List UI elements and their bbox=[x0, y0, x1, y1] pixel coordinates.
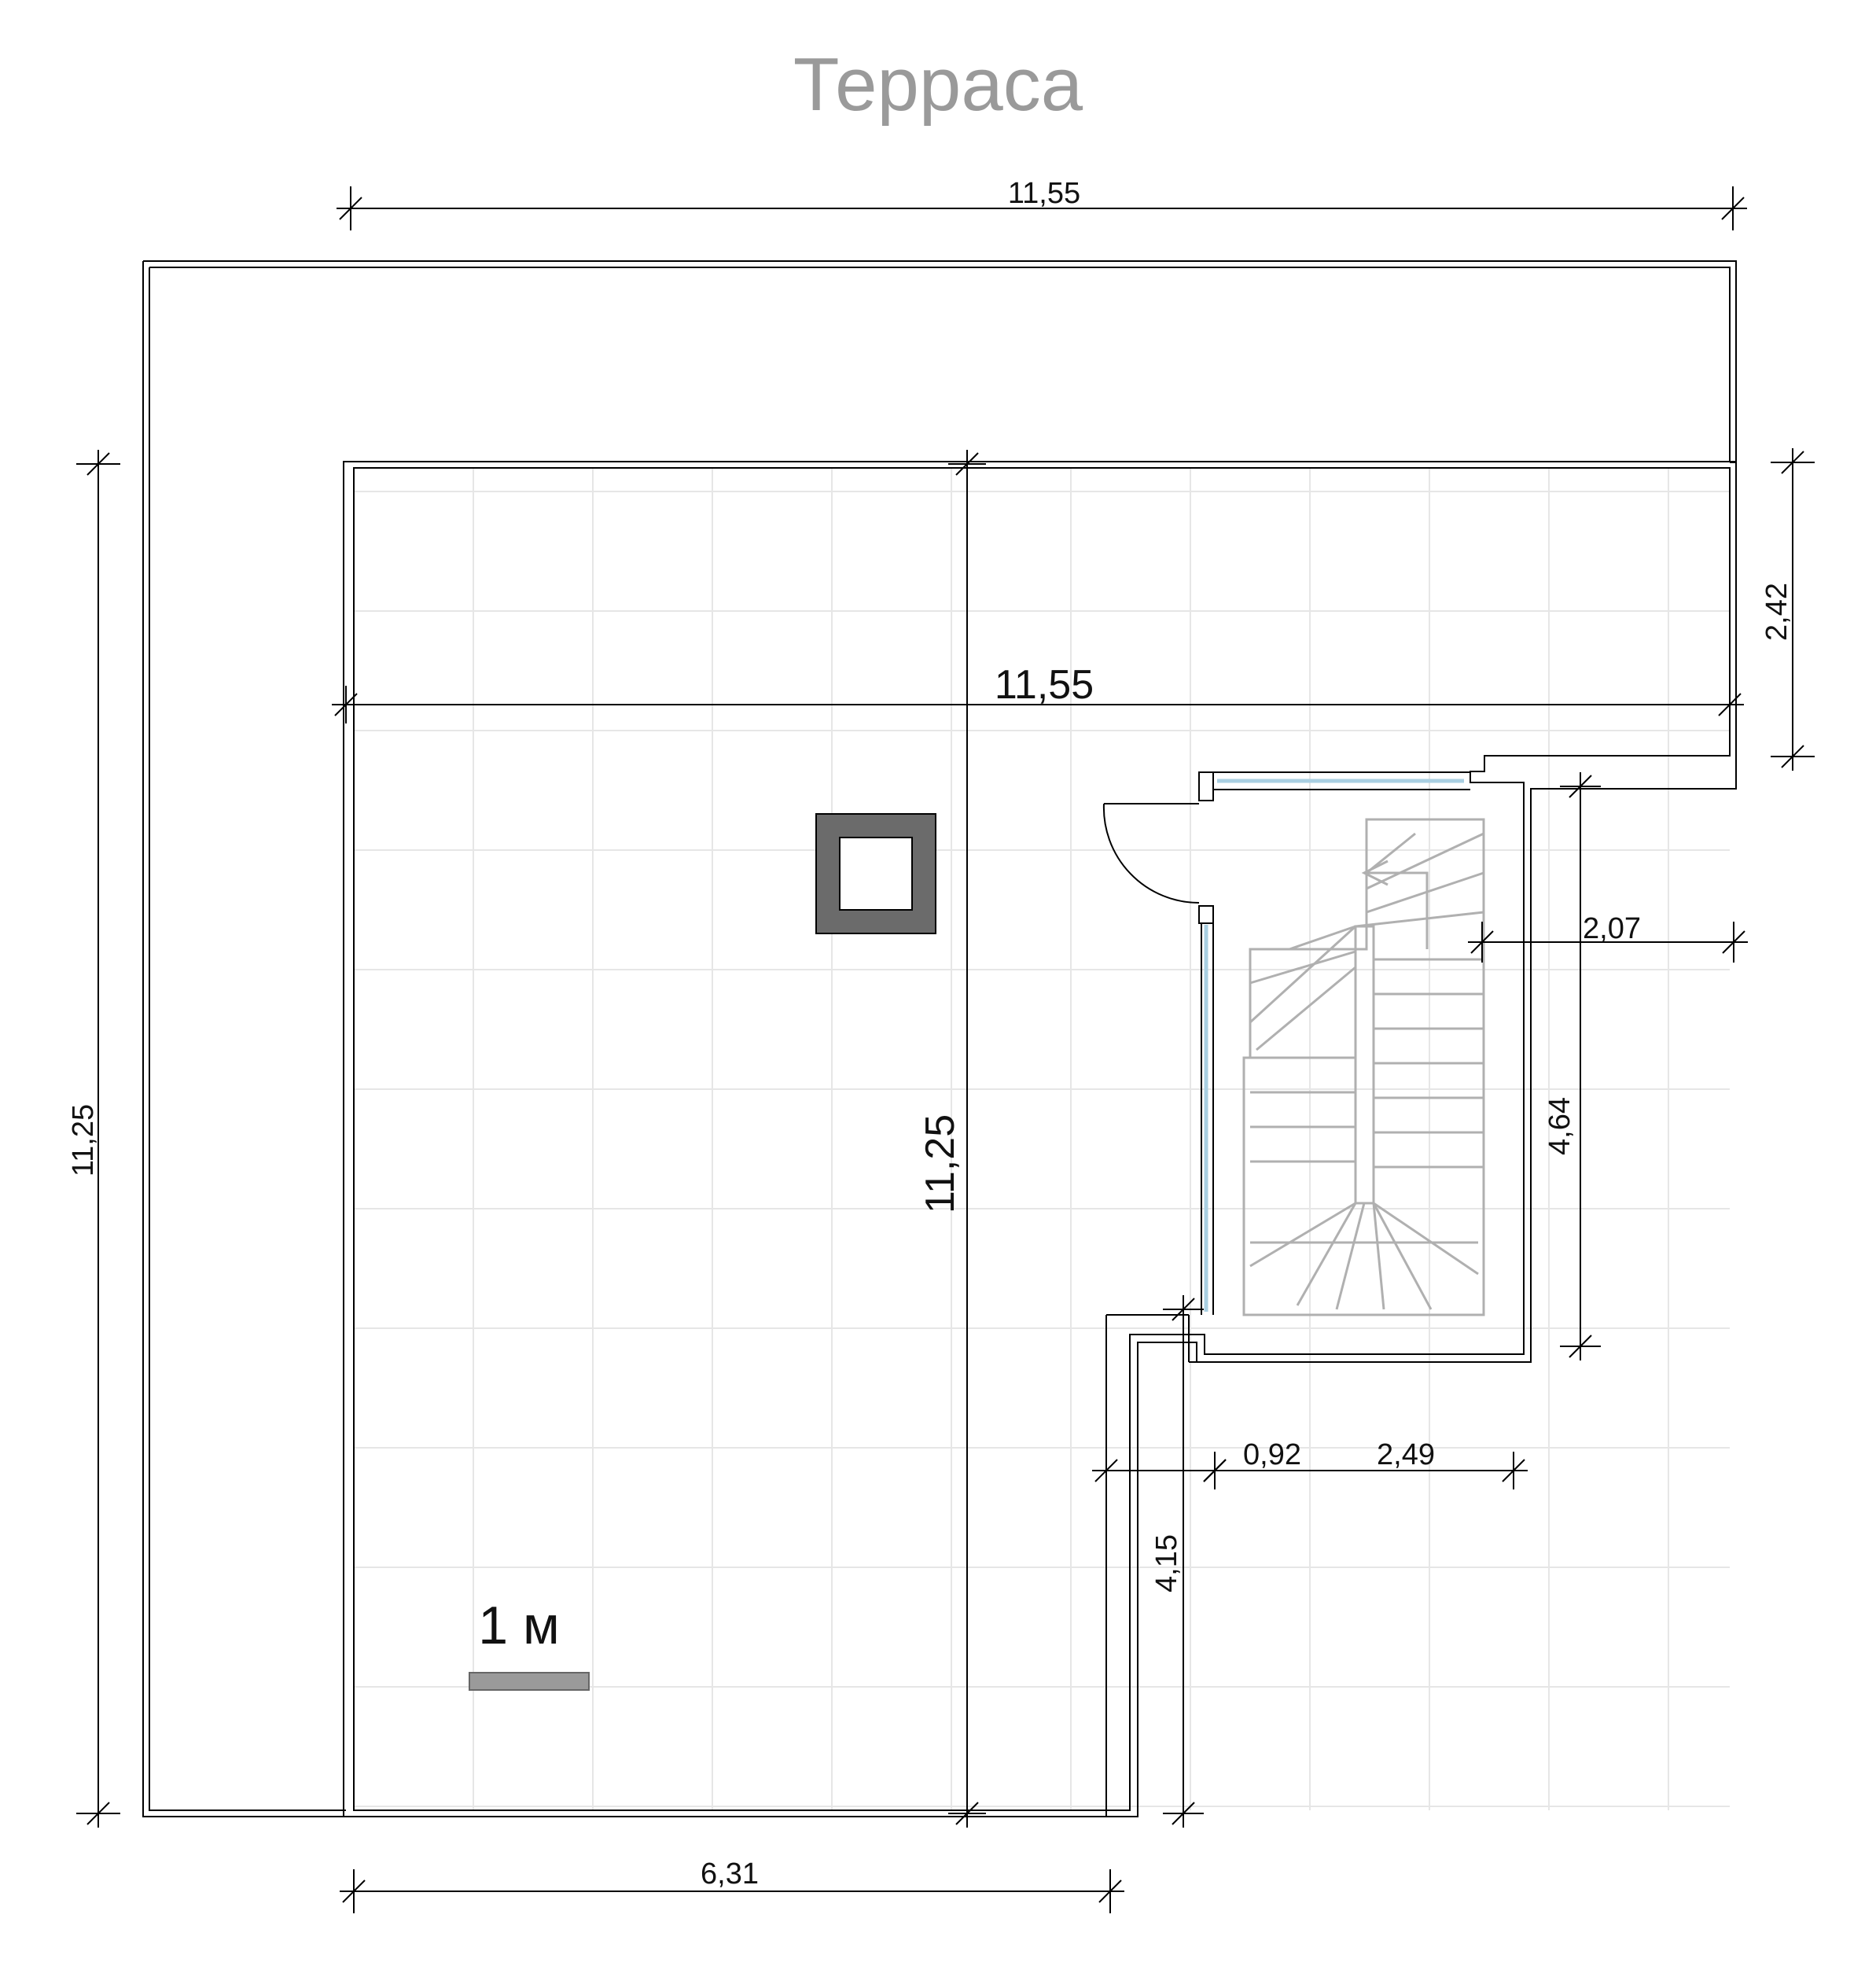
dimension-lines bbox=[76, 186, 1815, 1913]
stair-winder bbox=[1366, 832, 1484, 890]
dim-tick bbox=[1470, 930, 1494, 954]
dim-right-depth: 2,42 bbox=[1760, 583, 1793, 641]
dim-tick bbox=[1172, 1802, 1195, 1825]
roof-outline bbox=[142, 260, 1737, 1817]
dim-bottom-width: 6,31 bbox=[701, 1857, 759, 1891]
dim-tick bbox=[1172, 1298, 1195, 1321]
stair-winder bbox=[1335, 1202, 1366, 1310]
dim-stair-offset: 2,07 bbox=[1583, 912, 1641, 945]
dim-tick bbox=[1094, 1459, 1118, 1482]
dim-stair-height: 4,64 bbox=[1543, 1097, 1576, 1155]
stair-winder bbox=[1372, 1202, 1433, 1310]
dim-tick bbox=[342, 1879, 366, 1903]
terrace-parapet bbox=[343, 461, 1737, 1817]
dim-tick bbox=[1098, 1879, 1122, 1903]
chimney bbox=[815, 813, 936, 934]
tile-grid bbox=[354, 468, 1730, 1810]
glazing bbox=[1204, 779, 1464, 1312]
stair-outline bbox=[1242, 818, 1485, 1316]
stair-winder bbox=[1355, 911, 1484, 928]
stair-winder bbox=[1372, 1202, 1385, 1310]
dim-step-small: 0,92 bbox=[1243, 1438, 1301, 1471]
stair-winder bbox=[1256, 966, 1356, 1051]
staircase bbox=[1242, 818, 1485, 1316]
dim-tick bbox=[334, 693, 358, 716]
stair-room-walls bbox=[1198, 771, 1470, 1315]
dim-tick bbox=[1569, 775, 1592, 798]
stair-outline-top bbox=[1365, 819, 1429, 949]
stair-arrow bbox=[1361, 860, 1389, 886]
dim-tick bbox=[1722, 930, 1745, 954]
entrance-door bbox=[1102, 803, 1200, 904]
plan-title: Терраса bbox=[793, 42, 1083, 127]
dim-tick bbox=[1718, 693, 1742, 716]
dim-inner-height: 11,25 bbox=[918, 1114, 963, 1213]
stair-winder bbox=[1373, 1202, 1479, 1276]
dim-tick bbox=[1203, 1459, 1227, 1482]
dim-step-wide: 2,49 bbox=[1377, 1438, 1435, 1471]
dim-tick bbox=[1721, 197, 1745, 220]
stair-winder bbox=[1249, 1202, 1356, 1268]
stair-winder bbox=[1249, 925, 1357, 1024]
stair-winder bbox=[1249, 950, 1356, 985]
dim-tick bbox=[955, 1802, 979, 1825]
dim-left-height: 11,25 bbox=[67, 1104, 100, 1176]
dim-tick bbox=[1781, 451, 1804, 474]
dim-notch-height: 4,15 bbox=[1150, 1534, 1183, 1592]
dim-tick bbox=[86, 452, 110, 476]
stair-winder bbox=[1296, 1202, 1357, 1306]
dim-tick bbox=[339, 197, 362, 220]
stair-winder bbox=[1366, 871, 1484, 914]
dim-top-width: 11,55 bbox=[1008, 177, 1080, 210]
scale-label: 1 м bbox=[478, 1596, 559, 1655]
dim-tick bbox=[1502, 1459, 1525, 1482]
scale-bar: 1 м bbox=[469, 1596, 590, 1691]
dim-tick bbox=[1569, 1335, 1592, 1358]
stair-winder bbox=[1289, 925, 1356, 951]
stair-stringer bbox=[1354, 925, 1375, 1205]
dim-tick bbox=[955, 452, 979, 476]
dim-tick bbox=[1781, 745, 1804, 768]
dim-tick bbox=[86, 1802, 110, 1825]
dim-inner-width: 11,55 bbox=[995, 662, 1094, 708]
